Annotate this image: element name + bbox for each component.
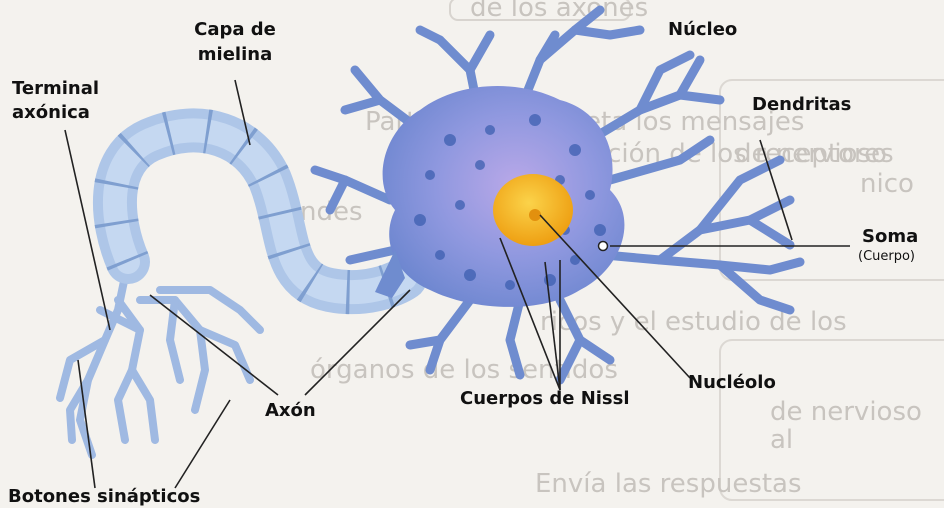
label-myelin-line1: Capa de (194, 19, 276, 40)
label-nucleolus: Nucléolo (688, 372, 776, 393)
bg-text-4: de nervioso (735, 139, 887, 169)
label-synaptic-buttons: Botones sinápticos (8, 486, 200, 507)
bg-text-7: ricos y el estudio de los (540, 307, 847, 337)
label-dendrites: Dendritas (752, 94, 851, 115)
soma-marker (599, 242, 608, 251)
label-soma-sub: (Cuerpo) (858, 249, 915, 264)
label-nissl: Cuerpos de Nissl (460, 388, 630, 409)
bg-text-1: de los axones (470, 0, 648, 23)
label-axon-terminal-line2: axónica (12, 102, 90, 123)
label-axon-terminal-line1: Terminal (12, 78, 99, 99)
label-soma: Soma (862, 226, 918, 247)
label-myelin-line2: mielina (198, 44, 272, 65)
bg-text-5: nico (860, 169, 914, 199)
bg-text-11: Envía las respuestas (535, 469, 802, 499)
bg-text-10: al (770, 425, 793, 455)
nucleolus (529, 209, 541, 221)
label-nucleus: Núcleo (668, 19, 737, 40)
label-axon: Axón (265, 400, 316, 421)
bg-text-9: de nervioso (770, 397, 922, 427)
